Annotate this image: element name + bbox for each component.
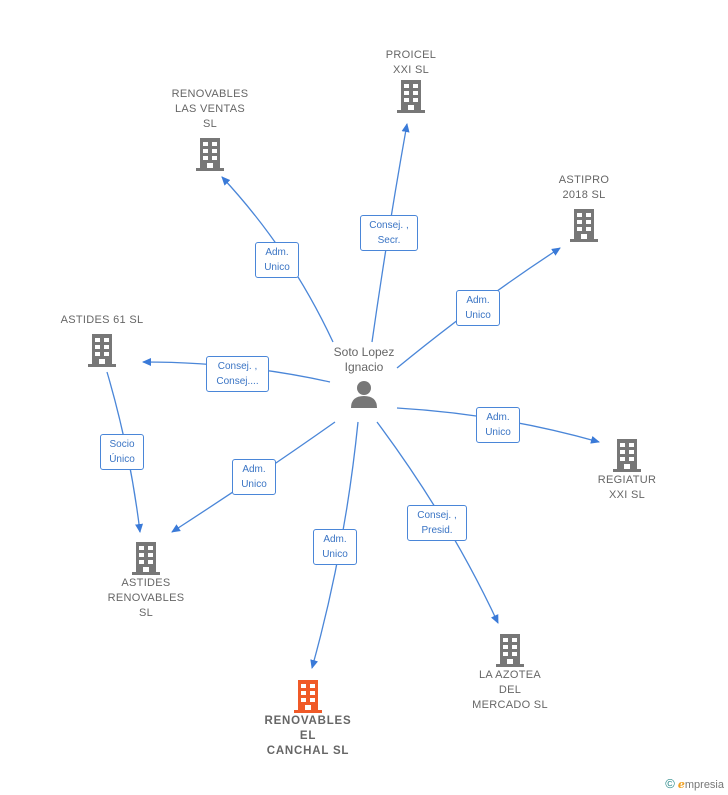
brand-name: mpresia <box>684 779 724 791</box>
person-icon <box>351 381 377 408</box>
building-icon <box>496 634 524 667</box>
building-icon <box>613 439 641 472</box>
building-icon <box>570 209 598 242</box>
edge-label-regiatur: Adm. Unico <box>476 407 520 443</box>
person-label: Soto Lopez Ignacio <box>333 345 395 374</box>
node-astipro[interactable]: ASTIPRO 2018 SL <box>544 173 624 243</box>
brand-initial: e <box>677 778 685 791</box>
building-icon <box>196 138 224 171</box>
node-astides-renovables[interactable]: ASTIDES RENOVABLES SL <box>96 540 196 621</box>
copyright-symbol: © <box>665 776 675 791</box>
edge-label-astides-61: Consej. , Consej.... <box>206 356 269 392</box>
edge-label-socio: Socio Único <box>100 434 144 470</box>
node-label: LA AZOTEA DEL MERCADO SL <box>472 669 548 711</box>
edge-label-azotea: Consej. , Presid. <box>407 505 467 541</box>
node-astides-61[interactable]: ASTIDES 61 SL <box>47 313 157 368</box>
node-proicel[interactable]: PROICEL XXI SL <box>371 48 451 114</box>
building-icon <box>294 680 322 713</box>
edge-label-astipro: Adm. Unico <box>456 290 500 326</box>
footer-brand: © empresia <box>665 776 724 791</box>
building-icon <box>88 334 116 367</box>
center-person[interactable]: Soto Lopez Ignacio <box>314 345 414 409</box>
edge-label-las-ventas: Adm. Unico <box>255 242 299 278</box>
node-label: ASTIDES RENOVABLES SL <box>107 577 185 619</box>
node-renovables-las-ventas[interactable]: RENOVABLES LAS VENTAS SL <box>162 87 258 172</box>
node-label: RENOVABLES EL CANCHAL SL <box>264 715 352 757</box>
node-label: RENOVABLES LAS VENTAS SL <box>171 88 249 130</box>
node-la-azotea[interactable]: LA AZOTEA DEL MERCADO SL <box>460 632 560 713</box>
edge-label-astides-renovables: Adm. Unico <box>232 459 276 495</box>
edge-label-canchal: Adm. Unico <box>313 529 357 565</box>
node-label: REGIATUR XXI SL <box>597 474 657 501</box>
node-label: ASTIPRO 2018 SL <box>558 174 610 201</box>
building-icon <box>132 542 160 575</box>
building-icon <box>397 80 425 113</box>
node-regiatur[interactable]: REGIATUR XXI SL <box>587 437 667 503</box>
node-label: PROICEL XXI SL <box>385 49 437 76</box>
edge-label-proicel: Consej. , Secr. <box>360 215 418 251</box>
node-label: ASTIDES 61 SL <box>60 314 144 326</box>
node-renovables-el-canchal[interactable]: RENOVABLES EL CANCHAL SL <box>254 678 362 759</box>
